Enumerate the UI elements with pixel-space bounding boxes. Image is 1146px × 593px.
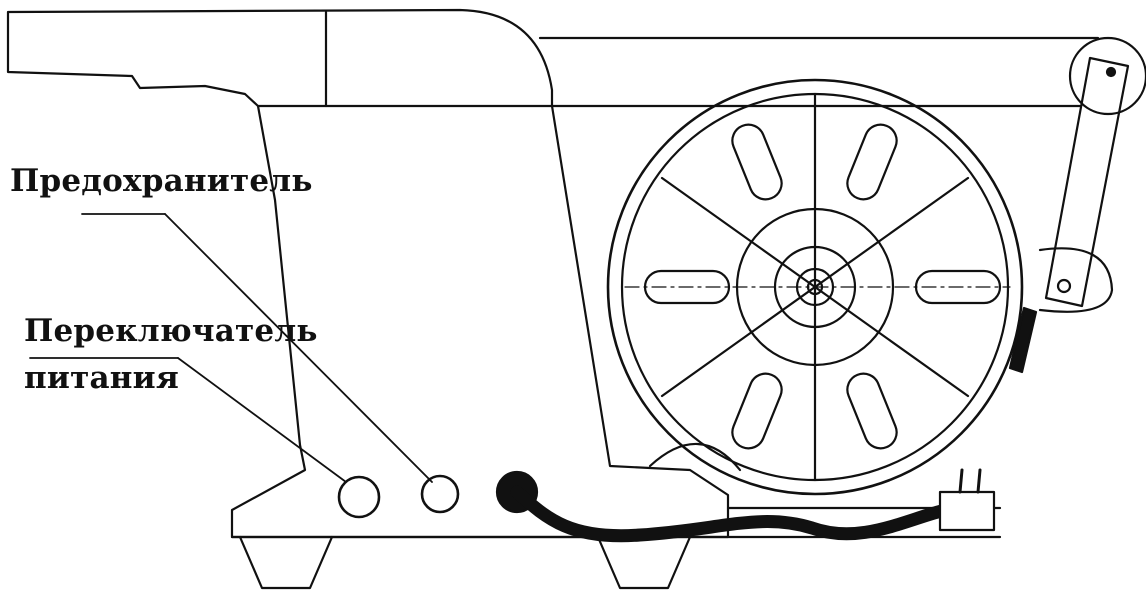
tensioner-arm [1008,36,1146,374]
handwheel [606,78,1024,496]
leader-lines [29,213,433,483]
power-cord [510,468,996,543]
power-plug [938,490,996,532]
fuse-holder[interactable] [420,474,460,514]
fuse-label: Предохранитель [10,163,313,199]
upper-arm-housing [6,8,1100,108]
power-switch-label-line1: Переключатель [24,313,318,349]
front-controls [337,470,539,519]
power-switch-knob[interactable] [337,475,381,519]
power-switch-label-line2: питания [24,360,179,396]
machine-feet [238,535,692,590]
